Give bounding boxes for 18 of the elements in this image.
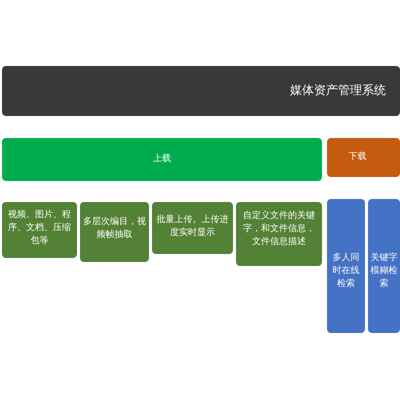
feature-box (2, 202, 77, 258)
search-box (327, 199, 365, 333)
box-label: 媒体资产管理系统 (290, 82, 386, 100)
box-label: 多层次编目，视频帧抽取 (83, 216, 146, 242)
feature-box (80, 202, 149, 262)
upload-bar (2, 138, 322, 181)
box-label: 下载 (348, 150, 366, 164)
box-label: 自定义文件的关键字，和文件信息，文件信息描述 (242, 210, 316, 250)
download-bar (327, 138, 400, 177)
top-banner (2, 66, 400, 116)
feature-box (236, 202, 322, 266)
feature-box (152, 202, 233, 254)
box-label: 关键字模糊检索 (370, 252, 398, 292)
box-label: 视频、图片、程序、文档、压缩包等 (7, 209, 72, 248)
box-label: 上载 (153, 152, 171, 166)
search-box (368, 199, 400, 333)
box-label: 批量上传。上传进度实时显示 (156, 214, 229, 240)
box-label: 多人同时在线检索 (332, 252, 360, 292)
